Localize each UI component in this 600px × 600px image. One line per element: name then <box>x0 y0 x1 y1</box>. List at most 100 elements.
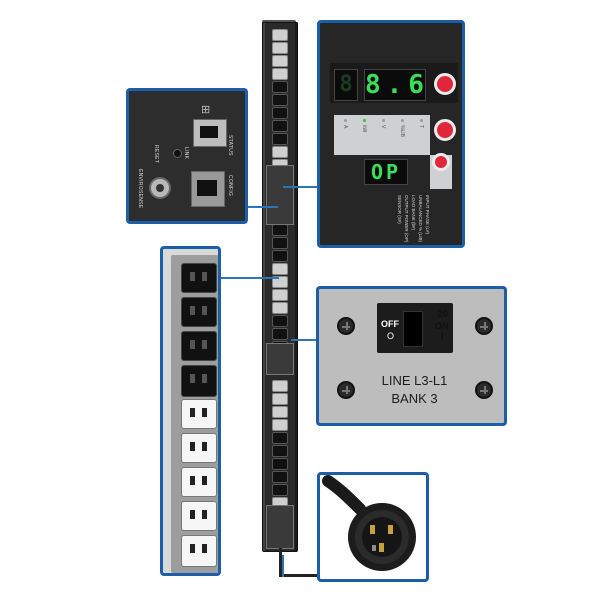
pdu-outlet[interactable] <box>272 146 288 158</box>
pdu-outlet[interactable] <box>272 406 288 418</box>
power-cord-lead <box>279 574 319 577</box>
pdu-outlet[interactable] <box>272 471 288 483</box>
indicator-label: kW <box>361 125 367 133</box>
legend-line: SENSOR (S#) <box>397 195 402 224</box>
indicator-label: %LIB <box>399 125 405 137</box>
outlet-column <box>171 255 218 573</box>
config-label: CONFIG <box>227 175 233 197</box>
pdu-outlet[interactable] <box>272 94 288 106</box>
legend-line: OUTPUT POWER (OP) <box>404 195 409 243</box>
breaker-rating: 20 <box>437 309 449 320</box>
pdu-strip <box>262 22 298 552</box>
c13-outlet[interactable] <box>181 263 217 293</box>
pdu-base-module <box>266 505 294 549</box>
pdu-outlet[interactable] <box>272 380 288 392</box>
display-select-button[interactable] <box>434 119 456 141</box>
pdu-outlet[interactable] <box>272 328 288 340</box>
pdu-outlet[interactable] <box>272 315 288 327</box>
indicator-label: V <box>380 125 386 129</box>
config-port[interactable] <box>191 171 225 207</box>
c13-outlet[interactable] <box>181 433 217 463</box>
pdu-outlet[interactable] <box>272 120 288 132</box>
breaker-bank-label: BANK 3 <box>391 391 438 406</box>
display-up-button[interactable] <box>434 73 456 95</box>
breaker-off-symbol: O <box>387 331 395 341</box>
indicator-led <box>344 119 347 122</box>
c13-outlet[interactable] <box>181 297 217 327</box>
screw-top-right <box>475 317 493 335</box>
callout-line-breaker <box>291 339 317 341</box>
c13-outlet[interactable] <box>181 331 217 361</box>
reset-label: RESET <box>153 145 159 164</box>
pdu-outlet[interactable] <box>272 302 288 314</box>
pdu-outlet[interactable] <box>272 224 288 236</box>
breaker-off-label: OFF <box>381 319 399 329</box>
indicator-label: T <box>418 125 424 129</box>
callout-line-outlets <box>221 277 279 279</box>
indicator-led <box>401 119 404 122</box>
indicator-led <box>363 119 366 122</box>
twist-lock-plug <box>322 475 416 571</box>
indicator-led <box>382 119 385 122</box>
pdu-outlet[interactable] <box>272 250 288 262</box>
pdu-outlet[interactable] <box>272 107 288 119</box>
callout-line-plug-v <box>282 555 284 577</box>
pdu-outlet[interactable] <box>272 432 288 444</box>
pdu-breaker-module <box>266 343 294 375</box>
pdu-outlet[interactable] <box>272 276 288 288</box>
c19-outlet[interactable] <box>181 535 217 567</box>
network-port[interactable] <box>193 119 227 147</box>
c13-outlet[interactable] <box>181 467 217 497</box>
display-reading: 8.6 <box>364 69 430 101</box>
pdu-outlet[interactable] <box>272 42 288 54</box>
display-digit-blank: 8 <box>334 69 358 101</box>
legend-line: INPUT PHASE (L#) <box>425 195 430 235</box>
network-panel: RESET ⊞ LINK STATUS ENVIROSENSE CONFIG <box>126 88 248 224</box>
pdu-outlet[interactable] <box>272 68 288 80</box>
pdu-outlet[interactable] <box>272 237 288 249</box>
screw-bottom-right <box>475 381 493 399</box>
breaker-line-label: LINE L3-L1 <box>381 373 448 388</box>
envirosense-label: ENVIROSENSE <box>137 169 143 209</box>
screw-top-left <box>337 317 355 335</box>
envirosense-port[interactable] <box>149 177 171 199</box>
pdu-outlet[interactable] <box>272 29 288 41</box>
network-icon: ⊞ <box>201 104 211 116</box>
legend-line: LOAD BANK (b#) <box>411 195 416 231</box>
status-label: STATUS <box>227 135 233 156</box>
breaker-switch[interactable] <box>377 303 453 353</box>
pdu-outlet[interactable] <box>272 393 288 405</box>
callout-line-network <box>248 206 278 208</box>
pdu-outlet[interactable] <box>272 263 288 275</box>
reset-button[interactable] <box>173 149 182 158</box>
pdu-outlet[interactable] <box>272 81 288 93</box>
pdu-outlet[interactable] <box>272 419 288 431</box>
pdu-outlet[interactable] <box>272 445 288 457</box>
breaker-on-symbol: I <box>441 331 444 341</box>
c19-outlet[interactable] <box>181 365 217 397</box>
pdu-outlet[interactable] <box>272 458 288 470</box>
c13-outlet[interactable] <box>181 501 217 531</box>
pdu-outlet[interactable] <box>272 133 288 145</box>
callout-line-display <box>283 186 317 188</box>
pdu-outlet[interactable] <box>272 55 288 67</box>
display-mode-button[interactable] <box>432 153 450 171</box>
indicator-label: A <box>342 125 348 129</box>
plug-panel <box>317 472 429 582</box>
c13-outlet[interactable] <box>181 399 217 429</box>
link-label: LINK <box>183 147 189 160</box>
breaker-panel: OFF O 20 ON I LINE L3-L1 BANK 3 <box>316 286 507 426</box>
breaker-on-label: ON <box>435 321 449 331</box>
pdu-outlet[interactable] <box>272 289 288 301</box>
outlet-panel <box>160 246 221 576</box>
legend-line: UNBALANCED % (LIB) <box>418 195 423 243</box>
indicator-led <box>420 119 423 122</box>
screw-bottom-left <box>337 381 355 399</box>
pdu-display-module <box>266 165 294 225</box>
display-legend: INPUT PHASE (L#)UNBALANCED % (LIB)LOAD B… <box>360 195 440 243</box>
breaker-toggle[interactable] <box>403 311 423 347</box>
pdu-outlet[interactable] <box>272 484 288 496</box>
display-mode-code: OP <box>364 159 408 185</box>
